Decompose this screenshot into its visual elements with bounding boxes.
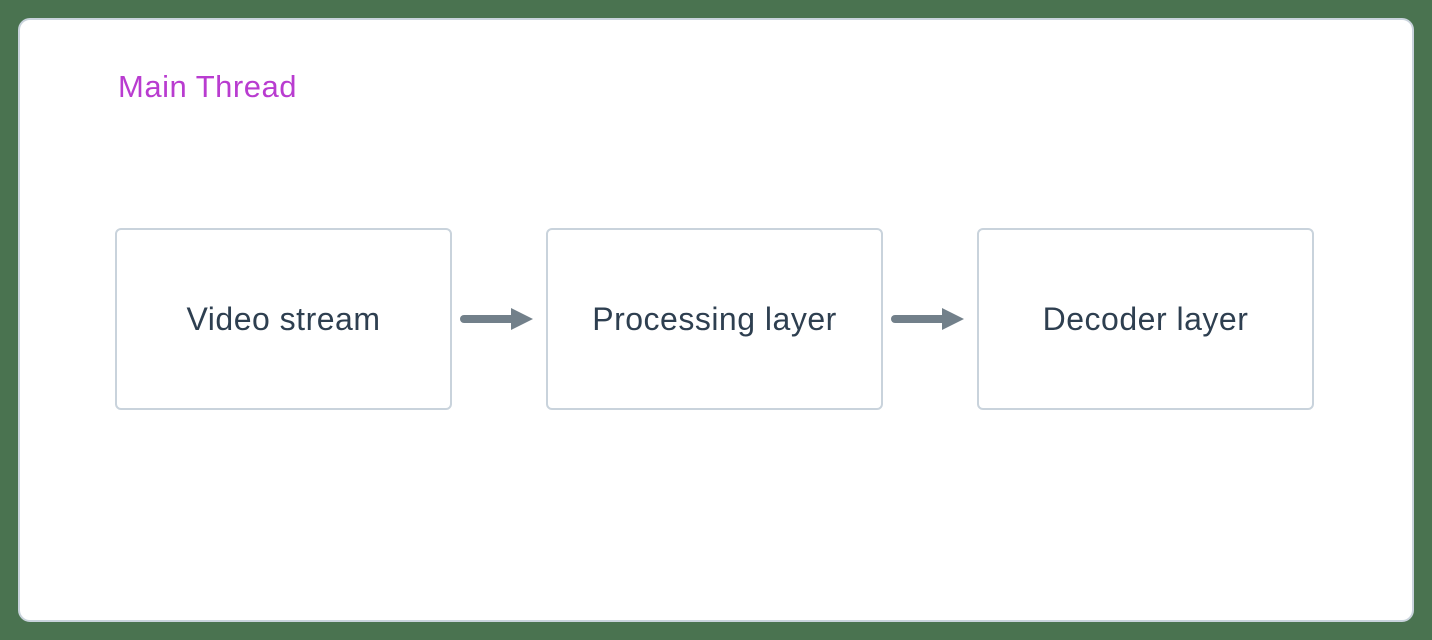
arrow-right-icon xyxy=(460,308,533,330)
node-label: Processing layer xyxy=(592,300,837,337)
node-label: Video stream xyxy=(186,300,381,337)
node-processing-layer: Processing layer xyxy=(546,228,883,410)
node-label: Decoder layer xyxy=(1042,300,1249,337)
connector-1 xyxy=(452,299,546,339)
main-thread-panel: Main Thread Video stream Processing laye… xyxy=(18,18,1414,622)
node-video-stream: Video stream xyxy=(115,228,452,410)
connector-2 xyxy=(883,299,977,339)
node-decoder-layer: Decoder layer xyxy=(977,228,1314,410)
panel-title: Main Thread xyxy=(118,69,297,104)
arrow-right-icon xyxy=(891,308,964,330)
flow-row: Video stream Processing layer Decoder la… xyxy=(115,228,1314,410)
